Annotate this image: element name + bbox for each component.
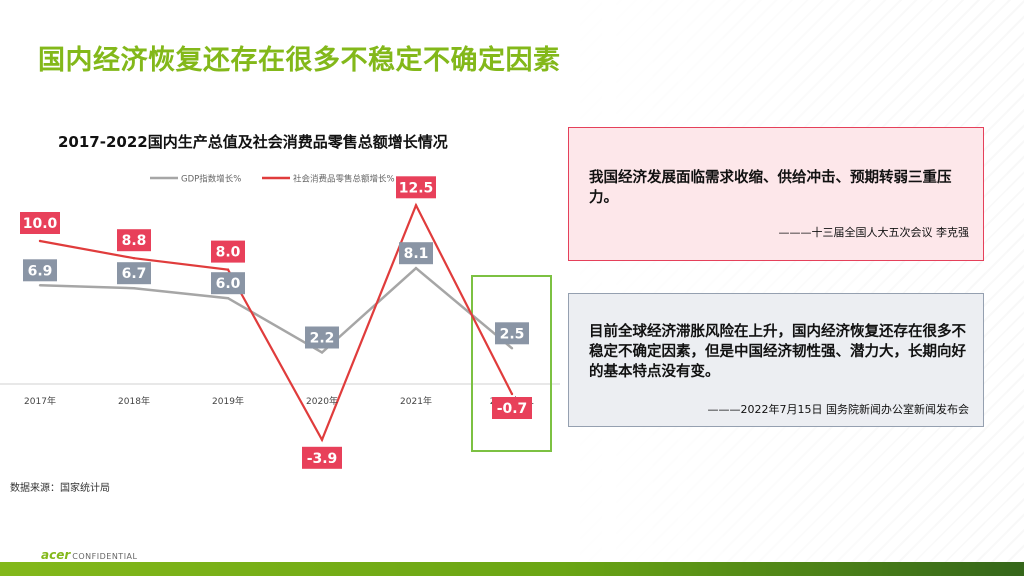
data-label-retail: 8.0: [211, 240, 245, 263]
quote-box-li-keqiang: 我国经济发展面临需求收缩、供给冲击、预期转弱三重压力。 ———十三届全国人大五次…: [568, 127, 984, 261]
quote-text: 我国经济发展面临需求收缩、供给冲击、预期转弱三重压力。: [589, 170, 952, 206]
logo-brand: acer: [41, 548, 71, 562]
data-point-retail: [226, 268, 230, 271]
data-point-gdp: [132, 287, 136, 290]
quote-source: ———十三届全国人大五次会议 李克强: [778, 226, 970, 239]
confidential-label: CONFIDENTIAL: [72, 552, 138, 561]
data-label-retail: 8.8: [117, 229, 151, 252]
data-point-gdp: [38, 284, 42, 287]
data-point-retail: [38, 239, 42, 243]
data-point-gdp: [510, 347, 514, 350]
data-label-gdp: 2.2: [305, 326, 339, 349]
footer-bar: [0, 562, 1024, 576]
data-label-text: 12.5: [399, 180, 434, 196]
data-label-box: [305, 326, 339, 349]
data-point-gdp: [226, 297, 230, 300]
data-label-box: [495, 322, 529, 345]
data-label-gdp: 6.7: [117, 262, 151, 285]
series-line-retail: [39, 202, 513, 443]
data-label-retail: 12.5: [396, 176, 436, 199]
data-label-text: 8.1: [404, 246, 429, 262]
data-label-text: 2.5: [500, 326, 525, 342]
data-label-box: [492, 397, 532, 419]
data-point-gdp: [414, 267, 418, 270]
data-label-text: 6.0: [216, 276, 241, 292]
quote-box-state-council: 目前全球经济滞胀风险在上升，国内经济恢复还存在很多不稳定不确定因素，但是中国经济…: [568, 293, 984, 427]
quote-source: ———2022年7月15日 国务院新闻办公室新闻发布会: [707, 403, 970, 416]
line-chart: GDP指数增长% 社会消费品零售总额增长% 2017年 2018年 2019年 202…: [0, 174, 560, 469]
data-label-box: [117, 229, 151, 252]
data-label-text: 10.0: [23, 216, 58, 232]
data-label-text: -3.9: [307, 451, 338, 467]
data-label-gdp: 6.9: [23, 259, 57, 282]
highlight-box: [471, 275, 552, 452]
x-tick-label: 2021年: [400, 395, 432, 407]
data-label-box: [211, 240, 245, 263]
data-label-text: -0.7: [497, 401, 528, 417]
data-label-text: 8.8: [122, 233, 147, 249]
data-label-box: [399, 242, 433, 265]
x-tick-label: 2018年: [118, 395, 150, 407]
data-point-retail: [414, 204, 418, 207]
x-tick-label: 2020年: [306, 395, 338, 407]
x-tick-label: 2019年: [212, 395, 244, 407]
data-label-retail: -0.7: [492, 397, 532, 419]
data-source-note: 数据来源：国家统计局: [10, 483, 110, 494]
slide-title: 国内经济恢复还存在很多不稳定不确定因素: [38, 45, 561, 76]
data-label-text: 8.0: [216, 245, 241, 261]
data-label-text: 6.7: [122, 266, 147, 282]
data-label-box: [396, 176, 436, 199]
data-label-box: [117, 262, 151, 285]
quote-text: 目前全球经济滞胀风险在上升，国内经济恢复还存在很多不稳定不确定因素，但是中国经济…: [589, 324, 966, 380]
data-label-box: [23, 259, 57, 282]
data-label-text: 2.2: [310, 331, 335, 347]
data-label-text: 6.9: [28, 263, 53, 279]
data-label-gdp: 8.1: [399, 242, 433, 265]
data-label-retail: -3.9: [302, 446, 342, 469]
legend-label-retail: 社会消费品零售总额增长%: [293, 174, 395, 185]
data-label-box: [211, 272, 245, 295]
series-line-gdp: [39, 266, 513, 355]
x-tick-label: 2017年: [24, 395, 56, 407]
data-point-retail: [320, 438, 324, 441]
chart-title: 2017-2022国内生产总值及社会消费品零售总额增长情况: [58, 133, 448, 151]
legend-label-gdp: GDP指数增长%: [181, 174, 241, 185]
data-point-gdp: [320, 351, 324, 354]
data-label-box: [302, 446, 342, 469]
data-label-box: [20, 212, 60, 234]
data-label-retail: 10.0: [20, 212, 60, 234]
data-label-gdp: 2.5: [495, 322, 529, 345]
data-label-gdp: 6.0: [211, 272, 245, 295]
data-point-retail: [510, 392, 514, 396]
data-point-retail: [132, 257, 136, 260]
legend: GDP指数增长% 社会消费品零售总额增长%: [150, 174, 395, 185]
